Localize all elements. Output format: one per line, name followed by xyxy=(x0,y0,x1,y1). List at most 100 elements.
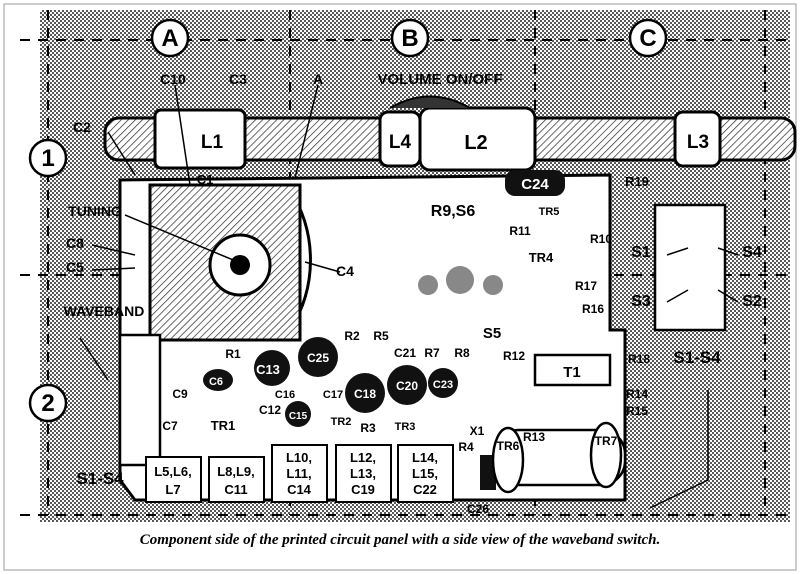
label-a: A xyxy=(313,71,323,87)
label-r8: R8 xyxy=(454,346,470,360)
svg-text:C22: C22 xyxy=(413,482,437,497)
column-label-a: A xyxy=(150,18,190,58)
label-tuning: TUNING xyxy=(68,203,122,219)
column-label-b: B xyxy=(390,18,430,58)
label-x1: X1 xyxy=(470,424,485,438)
row-label-2: 2 xyxy=(28,383,68,423)
label-c16: C16 xyxy=(275,389,295,401)
label-c13: C13 xyxy=(256,362,280,377)
ferrite-rod xyxy=(103,106,797,172)
label-r10: R10 xyxy=(590,232,612,246)
board-hole xyxy=(418,275,438,295)
label-r13: R13 xyxy=(523,430,545,444)
svg-text:C14: C14 xyxy=(287,482,312,497)
coil-l3 xyxy=(673,110,722,168)
label-r5: R5 xyxy=(373,329,389,343)
label-c3: C3 xyxy=(229,71,247,87)
coil-l2 xyxy=(418,106,537,172)
svg-text:L12,: L12, xyxy=(350,450,376,465)
capacitor-c6 xyxy=(203,369,233,391)
transistor-tr7 xyxy=(589,421,623,489)
frame-border xyxy=(3,3,797,571)
label-c10: C10 xyxy=(160,71,186,87)
svg-text:L14,: L14, xyxy=(412,450,438,465)
label-r9s6: R9,S6 xyxy=(431,203,476,220)
svg-text:L15,: L15, xyxy=(412,466,438,481)
label-s3: S3 xyxy=(631,293,651,310)
board-hole xyxy=(483,275,503,295)
label-r4: R4 xyxy=(458,440,474,454)
label-l3: L3 xyxy=(687,132,709,153)
label-tr1: TR1 xyxy=(211,418,236,433)
label-tr3: TR3 xyxy=(395,421,416,433)
capacitor-c25 xyxy=(298,337,338,377)
label-c15: C15 xyxy=(289,411,308,422)
waveband-switch xyxy=(118,333,162,467)
label-l4: L4 xyxy=(389,132,412,153)
svg-text:L13,: L13, xyxy=(350,466,376,481)
label-r2: R2 xyxy=(344,329,360,343)
label-r3: R3 xyxy=(360,421,376,435)
transformer-t1 xyxy=(533,353,612,387)
label-tr7: TR7 xyxy=(595,434,618,448)
label-tr6: TR6 xyxy=(497,439,520,453)
label-c6: C6 xyxy=(209,376,223,388)
label-c18: C18 xyxy=(354,387,376,401)
transistor-tr6 xyxy=(491,426,525,494)
label-c12: C12 xyxy=(259,403,281,417)
capacitor-c18 xyxy=(345,373,385,413)
capacitor-c13 xyxy=(254,350,290,386)
label-c1: C1 xyxy=(197,172,214,187)
label-tr5: TR5 xyxy=(539,206,560,218)
volume-wheel xyxy=(389,95,471,109)
capacitor-c20 xyxy=(387,365,427,405)
label-c5: C5 xyxy=(66,259,84,275)
capacitor-c24 xyxy=(505,170,565,196)
board-hole xyxy=(446,266,474,294)
label-c20: C20 xyxy=(396,379,418,393)
label-c8: C8 xyxy=(66,235,84,251)
label-c25: C25 xyxy=(307,351,329,365)
label-s1s4-right: S1-S4 xyxy=(673,348,721,367)
coil-box-3: L10, L11, C14 xyxy=(271,444,328,503)
svg-text:A: A xyxy=(161,25,178,52)
tuning-capacitor xyxy=(148,183,312,342)
svg-text:L11,: L11, xyxy=(286,466,311,481)
label-c7: C7 xyxy=(162,419,178,433)
figure-caption: Component side of the printed circuit pa… xyxy=(139,532,661,548)
capacitor-c23 xyxy=(428,368,458,398)
label-l2: L2 xyxy=(464,132,487,154)
waveband-switch-side xyxy=(653,203,727,332)
coil-l1 xyxy=(153,108,247,170)
label-s1s4-left: S1-S4 xyxy=(76,469,124,488)
label-c21: C21 xyxy=(394,346,416,360)
label-c24: C24 xyxy=(521,176,549,193)
svg-text:B: B xyxy=(401,25,418,52)
capacitor-c15 xyxy=(285,401,311,427)
label-c26: C26 xyxy=(467,502,489,516)
svg-text:L10,: L10, xyxy=(286,450,312,465)
label-s2: S2 xyxy=(742,293,762,310)
label-tr2: TR2 xyxy=(331,416,352,428)
label-t1: T1 xyxy=(563,364,581,381)
label-waveband: WAVEBAND xyxy=(64,303,145,319)
label-r16: R16 xyxy=(582,302,604,316)
label-r15: R15 xyxy=(626,404,648,418)
svg-text:L7: L7 xyxy=(165,482,180,497)
label-r12: R12 xyxy=(503,349,525,363)
svg-text:C11: C11 xyxy=(224,482,247,497)
label-c9: C9 xyxy=(172,387,188,401)
coil-box-5: L14, L15, C22 xyxy=(397,444,454,503)
coil-box-4: L12, L13, C19 xyxy=(335,444,392,503)
svg-text:2: 2 xyxy=(41,390,54,417)
label-c17: C17 xyxy=(323,389,343,401)
column-label-c: C xyxy=(628,18,668,58)
label-r11: R11 xyxy=(509,224,531,238)
label-r1: R1 xyxy=(225,347,241,361)
svg-text:1: 1 xyxy=(41,145,54,172)
label-c2: C2 xyxy=(73,119,91,135)
svg-text:L8,L9,: L8,L9, xyxy=(217,464,255,479)
label-r19: R19 xyxy=(625,174,649,189)
label-volume: VOLUME ON/OFF xyxy=(378,71,503,88)
